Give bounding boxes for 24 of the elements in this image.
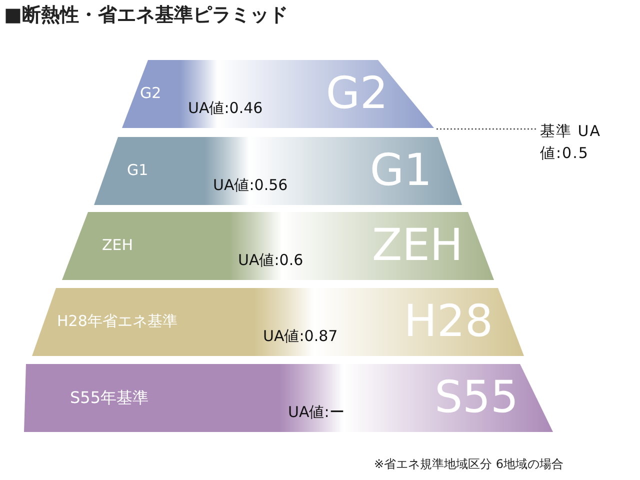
tier-label: H28年省エネ基準 xyxy=(57,314,178,329)
tier-label: S55年基準 xyxy=(70,390,149,406)
diagram-title: ■断熱性・省エネ基準ピラミッド xyxy=(4,6,288,25)
note-text: 基準 UA値:0.5 xyxy=(540,122,602,162)
tier-name: G2 xyxy=(326,72,388,116)
tier-label: ZEH xyxy=(102,238,134,253)
pyramid-tier xyxy=(24,364,553,432)
pyramid-tier xyxy=(32,288,524,356)
pyramid-tier xyxy=(62,212,494,280)
leader-line xyxy=(436,128,536,130)
footnote: ※省エネ規準地域区分 6地域の場合 xyxy=(374,458,564,470)
tier-label: G2 xyxy=(140,86,162,101)
ua-value: UA値:0.87 xyxy=(263,329,338,344)
tier-name: S55 xyxy=(434,376,518,420)
tier-name: G1 xyxy=(370,149,432,193)
ua-value: UA値:0.46 xyxy=(188,101,263,116)
pyramid-tier xyxy=(122,60,434,128)
tier-name: H28 xyxy=(404,300,493,344)
ua-value: UA値:0.6 xyxy=(238,253,304,268)
pyramid-tier xyxy=(94,137,462,205)
ua-value: UA値:ー xyxy=(288,405,344,420)
tier-label: G1 xyxy=(127,163,148,178)
tier-name: ZEH xyxy=(372,224,463,268)
ua-value: UA値:0.56 xyxy=(213,178,288,193)
